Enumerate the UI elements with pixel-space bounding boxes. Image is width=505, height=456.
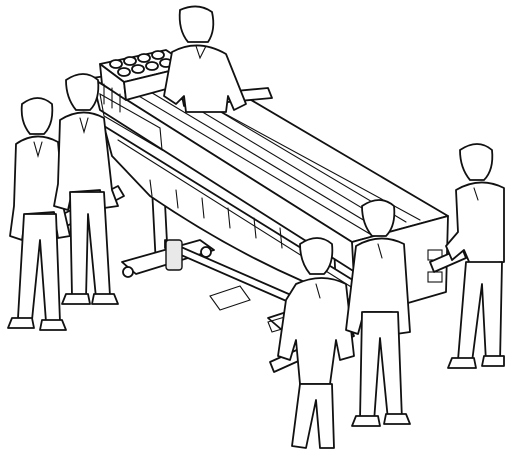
person-right-rear [446,144,504,368]
person-top [164,6,246,112]
